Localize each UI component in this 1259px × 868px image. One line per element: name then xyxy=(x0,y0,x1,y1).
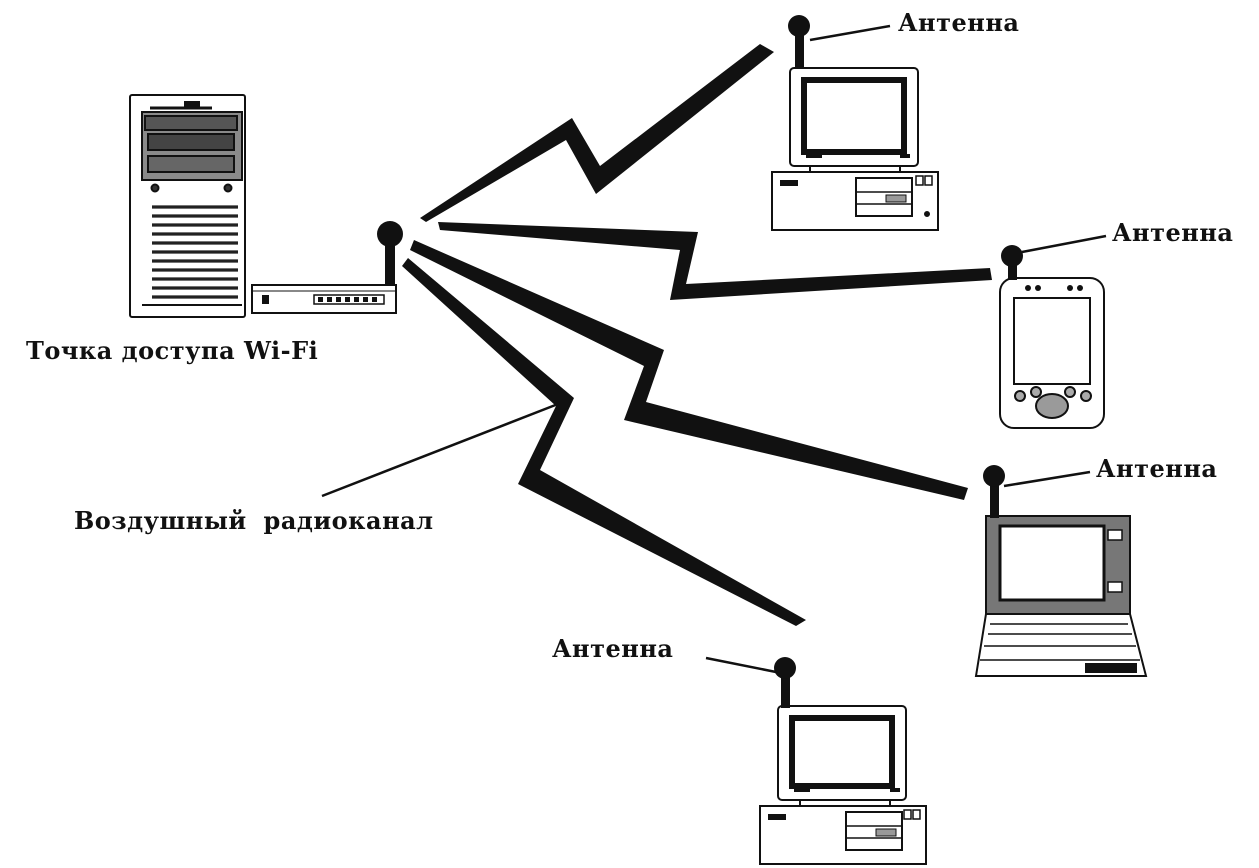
antenna-icon xyxy=(705,656,796,708)
access-point-device xyxy=(251,284,397,314)
air-channel-leader-line xyxy=(321,402,559,498)
access-point-label: Точка доступа Wi-Fi xyxy=(26,336,319,365)
access-point-antenna-icon xyxy=(377,221,403,286)
antenna-icon xyxy=(788,15,891,68)
antenna-label-laptop: Антенна xyxy=(1096,454,1218,483)
server-tower xyxy=(129,94,246,318)
antenna-label-desktop-bottom: Антенна xyxy=(552,634,674,663)
antenna-icon xyxy=(1001,234,1107,280)
pda-device xyxy=(999,277,1105,429)
desktop-computer-top xyxy=(771,67,939,231)
radio-link-laptop xyxy=(410,240,968,500)
antenna-icon xyxy=(983,465,1091,518)
radio-link-desktop-bottom xyxy=(402,258,806,626)
laptop-computer xyxy=(974,515,1148,677)
antenna-label-desktop-top: Антенна xyxy=(898,8,1020,37)
desktop-computer-bottom xyxy=(759,705,927,865)
radio-link-desktop-top xyxy=(420,44,774,222)
air-channel-label: Воздушный радиоканал xyxy=(74,506,434,535)
antenna-label-pda: Антенна xyxy=(1112,218,1234,247)
radio-link-pda xyxy=(438,222,992,300)
